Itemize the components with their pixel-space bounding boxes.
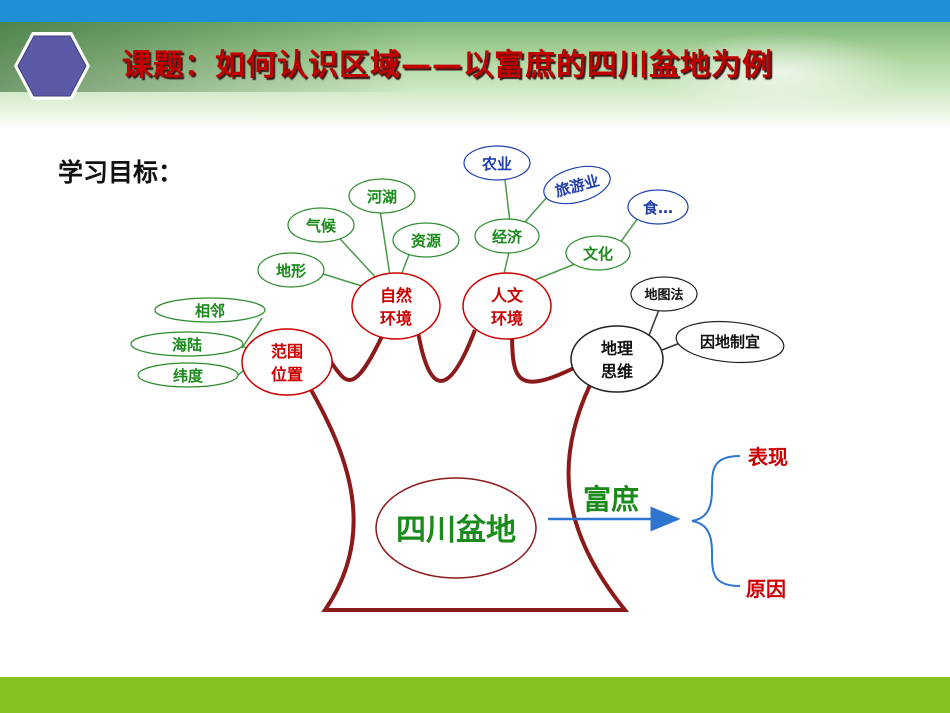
- diagram-shape: [392, 222, 460, 258]
- diagram-shape: [463, 145, 531, 181]
- diagram-shape: 食…: [643, 199, 673, 217]
- diagram-shape: [348, 178, 416, 214]
- diagram-shape: [351, 272, 441, 340]
- diagram-shape: [375, 477, 537, 579]
- node-geo-thinking-line2: 思维: [601, 362, 633, 381]
- hexagon-logo-icon: [14, 32, 90, 100]
- diagram-shape: [630, 276, 698, 312]
- diagram-shape: [257, 252, 325, 288]
- diagram-shape: 海陆: [172, 336, 202, 354]
- leaf-map-method: 地图法: [630, 276, 698, 312]
- arrow-label: 富庶: [583, 483, 639, 516]
- leaf-economy: 经济: [474, 218, 540, 254]
- diagram-shape: [619, 217, 639, 244]
- diagram-shape: [137, 362, 239, 388]
- node-geo-thinking-line1: 地理: [601, 339, 633, 358]
- node-natural-environment: 自然 环境: [351, 272, 441, 340]
- diagram-shape: 经济: [492, 228, 523, 246]
- diagram-shape: [154, 297, 266, 323]
- leaf-rivers-lakes: 河湖: [348, 178, 416, 214]
- diagram-shape: [570, 325, 664, 393]
- leaf-tourism: 旅游业: [543, 165, 611, 205]
- tree-branch-1: [324, 329, 387, 382]
- diagram-shape: 地图法: [644, 287, 683, 303]
- top-accent-bar: [0, 0, 950, 22]
- brace-item-performance: 表现: [748, 445, 788, 469]
- node-natural-environment-line1: 自然: [380, 286, 412, 305]
- leaf-culture: 文化: [565, 235, 631, 271]
- node-range-position: 范围 位置: [241, 328, 333, 396]
- diagram-shape: 河湖: [367, 188, 397, 206]
- leaf-climate: 气候: [287, 207, 355, 243]
- node-range-position-line1: 范围: [271, 342, 303, 361]
- diagram-shape: [543, 165, 611, 205]
- node-human-environment-line2: 环境: [491, 309, 523, 328]
- diagram-shape: [319, 272, 366, 288]
- brace-item-reason: 原因: [746, 577, 786, 601]
- diagram-shape: [241, 317, 263, 349]
- leaf-agriculture: 农业: [463, 145, 531, 181]
- tree-branch-3: [510, 329, 581, 384]
- diagram-shape: [241, 328, 333, 396]
- diagram-shape: [287, 207, 355, 243]
- diagram-shape: [565, 235, 631, 271]
- tree-trunk: [308, 384, 630, 612]
- diagram-shape: [130, 331, 244, 357]
- leaf-latitude: 纬度: [137, 362, 239, 388]
- diagram-shape: [647, 306, 661, 339]
- diagram-shape: [462, 272, 552, 340]
- diagram-shape: 气候: [305, 217, 337, 235]
- diagram-shape: [504, 179, 511, 223]
- curly-brace: [691, 455, 741, 587]
- diagram-shape: [524, 195, 549, 223]
- diagram-shape: 因地制宜: [700, 333, 760, 351]
- node-range-position-line2: 位置: [271, 365, 303, 384]
- diagram-shape: [627, 189, 689, 225]
- diagram-shape: 农业: [481, 155, 512, 173]
- center-node-sichuan-basin: 四川盆地: [375, 477, 537, 579]
- diagram-shape: [474, 218, 540, 254]
- diagram-shape: 相邻: [195, 302, 225, 320]
- diagram-shape: [379, 209, 391, 277]
- node-human-environment-line1: 人文: [491, 286, 524, 305]
- diagram-shape: 文化: [583, 245, 613, 263]
- node-geo-thinking: 地理 思维: [570, 325, 664, 393]
- bottom-accent-bar: [0, 677, 950, 713]
- tree-branch-2: [416, 329, 477, 383]
- diagram-shape: 资源: [411, 232, 441, 250]
- diagram-shape: 纬度: [173, 367, 204, 385]
- diagram-shape: [661, 342, 681, 351]
- leaf-resources: 资源: [392, 222, 460, 258]
- node-natural-environment-line2: 环境: [380, 309, 412, 328]
- diagram-shape: 地形: [276, 262, 306, 280]
- node-human-environment: 人文 环境: [462, 272, 552, 340]
- leaf-terrain: 地形: [257, 252, 325, 288]
- diagram-shape: [675, 320, 785, 364]
- diagram-shape: 四川盆地: [396, 513, 516, 548]
- learning-goal-label: 学习目标：: [58, 158, 184, 187]
- leaf-food: 食…: [627, 189, 689, 225]
- leaf-local-adaptation: 因地制宜: [675, 320, 785, 364]
- leaf-neighbors: 相邻: [154, 297, 266, 323]
- slide-title: 课题：如何认识区域——以富庶的四川盆地为例: [122, 48, 773, 83]
- leaf-sea-land: 海陆: [130, 331, 244, 357]
